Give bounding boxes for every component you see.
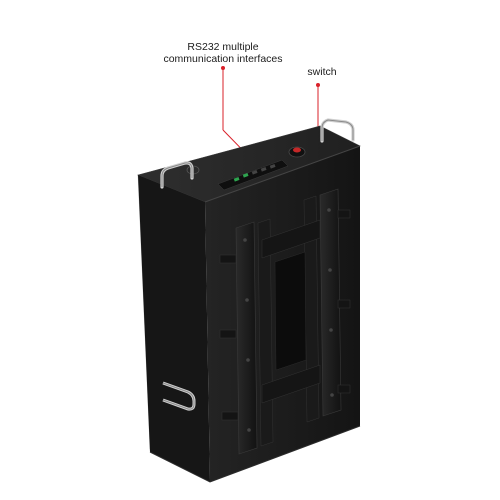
top-handle-right [320, 118, 355, 143]
top-handle-left [160, 161, 194, 189]
wall-mount-bracket [219, 188, 351, 455]
battery-top-panel [138, 126, 360, 202]
communication-port-panel [217, 159, 289, 191]
rs232-callout-line2: communication interfaces [163, 53, 283, 65]
power-switch [288, 146, 306, 158]
rs232-callout-line1: RS232 multiple [187, 41, 259, 53]
side-handle [162, 381, 196, 411]
battery-left-face [138, 175, 210, 482]
rs232-callout-label: RS232 multiple communication interfaces [153, 41, 293, 65]
switch-callout-label: switch [307, 66, 337, 78]
